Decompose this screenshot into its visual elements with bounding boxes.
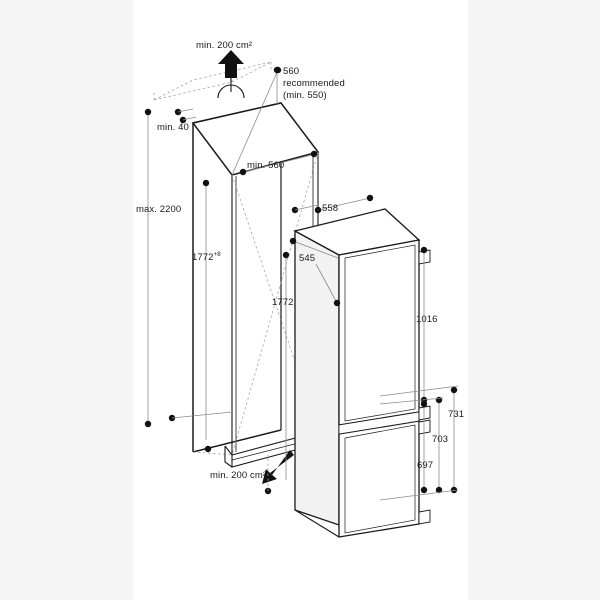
label-dim-703: 703 <box>432 434 449 445</box>
label-vent-top: min. 200 cm² <box>196 40 253 51</box>
niche-plinth-left-return <box>224 446 233 468</box>
label-dim-731: 731 <box>448 409 465 420</box>
appliance-group <box>293 208 431 538</box>
ext-min40-b <box>182 116 197 121</box>
dimdot-max2200-top <box>144 108 152 116</box>
dimdot-1772-top <box>282 251 290 259</box>
ventilation-up-arrow-icon <box>218 50 244 78</box>
label-depth-558: 558 <box>322 203 339 214</box>
label-min-40: min. 40 <box>157 122 189 133</box>
tick-731-top <box>379 385 459 397</box>
vent-duct-outline <box>153 61 272 101</box>
dimdot-max2200-bottom <box>144 420 152 428</box>
dimdot-1772plus8-top <box>202 179 210 187</box>
dimdot-703-bottom <box>435 486 443 494</box>
tick-703-top <box>379 397 444 405</box>
fridge-door-front <box>338 239 420 426</box>
label-height-1772: 1772 <box>272 297 294 308</box>
label-height-1772-tol: 1772+8 <box>192 250 221 264</box>
niche-hidden-floor-edge <box>192 451 233 456</box>
hinge-middle-upper-icon <box>418 405 431 421</box>
dimdot-731-bottom <box>450 486 458 494</box>
label-height-1772-tol-sup: +8 <box>213 250 221 258</box>
dimdot-558-right <box>366 194 374 202</box>
label-min-560: min. 560 <box>247 160 285 171</box>
appliance-left-side-panel <box>294 229 340 526</box>
label-door-1016: 1016 <box>416 314 438 325</box>
label-recommended: recommended <box>283 78 345 89</box>
dimline-545-a <box>292 240 339 259</box>
label-depth-545: 545 <box>299 253 316 264</box>
label-dim-697: 697 <box>417 460 434 471</box>
niche-hidden-diagonal-2 <box>231 151 319 456</box>
label-min-550: (min. 550) <box>283 90 327 101</box>
leader-558 <box>314 197 371 214</box>
fridge-door-inner-edge <box>344 244 416 422</box>
dimdot-min560-left <box>239 168 247 176</box>
hinge-bottom-icon <box>418 509 431 525</box>
dimdot-697-top <box>420 400 428 408</box>
dimdot-vent-bottom-mid <box>204 445 212 453</box>
dimline-545-b <box>315 263 338 304</box>
dimdot-545-end <box>333 299 341 307</box>
leader-560 <box>231 66 282 176</box>
dimdot-703-top <box>435 396 443 404</box>
label-vent-bottom: min. 200 cm² <box>210 470 267 481</box>
niche-plinth-left-top <box>224 445 233 456</box>
dimline-min560 <box>242 154 313 173</box>
appliance-bottom-edge <box>294 509 340 538</box>
tick-bottom-row <box>379 489 459 501</box>
door-gap-strip <box>338 411 420 435</box>
dimension-lines-group <box>144 66 459 501</box>
leader-vent-bottom <box>171 411 233 419</box>
freezer-door-front <box>338 420 420 538</box>
label-width-560: 560 <box>283 66 300 77</box>
dimdot-697-bottom <box>420 486 428 494</box>
ventilation-top-group <box>153 50 272 101</box>
dimdot-545-start <box>289 237 297 245</box>
dimdot-min560-right <box>310 150 318 158</box>
dimdot-560 <box>273 66 281 74</box>
ext-558 <box>294 204 319 211</box>
label-height-1772-tol-value: 1772 <box>192 252 214 263</box>
dimdot-1016-top <box>420 246 428 254</box>
label-max-2200: max. 2200 <box>136 204 182 215</box>
hinge-middle-lower-icon <box>418 419 431 435</box>
freezer-door-inner-edge <box>344 424 416 534</box>
ext-min40-a <box>177 108 194 113</box>
dimdot-731-top <box>450 386 458 394</box>
